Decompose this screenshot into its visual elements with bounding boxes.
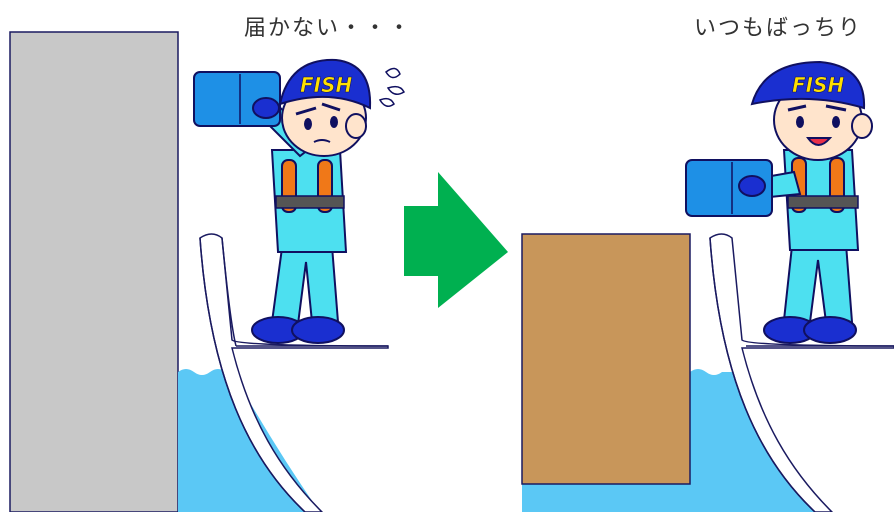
boot-right xyxy=(291,316,345,344)
right-scene: FISH xyxy=(521,60,894,512)
caption-cannot-reach: 届かない・・・ xyxy=(244,16,413,41)
water-left xyxy=(178,369,232,512)
worker-smiling: FISH xyxy=(685,60,873,344)
cap-logo: FISH xyxy=(300,73,353,97)
cap xyxy=(278,58,372,110)
worker-reaching: FISH xyxy=(193,58,405,344)
fish-box-right xyxy=(685,159,773,217)
left-scene: FISH xyxy=(9,31,405,512)
quay-wall xyxy=(9,31,179,512)
arrow-right-icon xyxy=(404,172,508,308)
water-left-2 xyxy=(232,372,320,512)
pier-block xyxy=(521,233,691,485)
cap-logo-right: FISH xyxy=(792,73,845,97)
caption-always-perfect: いつもばっちり xyxy=(694,16,863,41)
sweat-drops-icon xyxy=(378,67,405,107)
